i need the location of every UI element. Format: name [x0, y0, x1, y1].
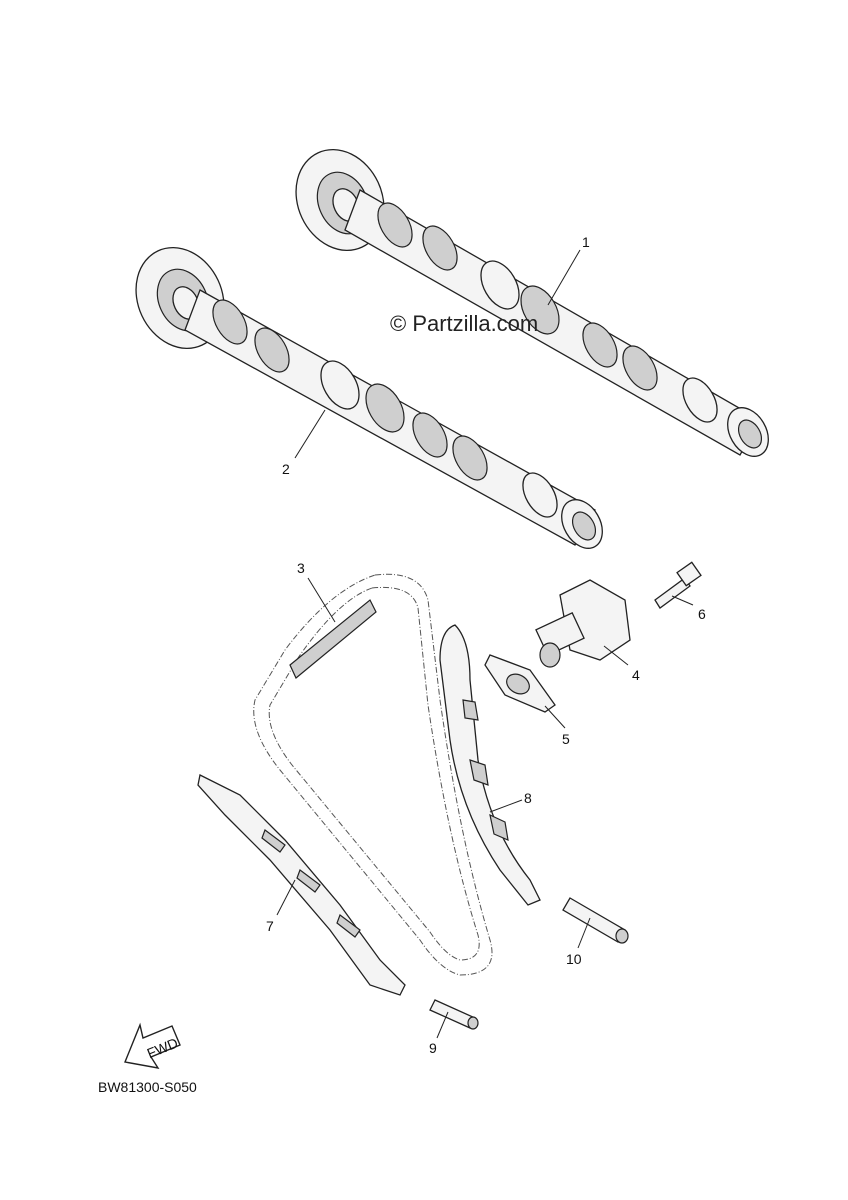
pin-9[interactable] [429, 999, 479, 1030]
callout-6: 6 [698, 606, 706, 622]
pin-10[interactable] [562, 897, 629, 944]
chain-guide-8[interactable] [439, 624, 541, 906]
callout-2: 2 [282, 461, 290, 477]
watermark: © Partzilla.com [390, 311, 538, 336]
diagram-code: BW81300-S050 [98, 1079, 197, 1095]
callout-5: 5 [562, 731, 570, 747]
gasket-5[interactable] [484, 654, 556, 713]
callout-8: 8 [524, 790, 532, 806]
leader-lines [276, 249, 694, 1039]
timing-chain-3[interactable] [253, 573, 493, 976]
callout-7: 7 [266, 918, 274, 934]
chain-tensioner-4[interactable] [535, 579, 631, 668]
callout-9: 9 [429, 1040, 437, 1056]
callout-10: 10 [566, 951, 582, 967]
chain-guide-7[interactable] [197, 774, 406, 996]
camshaft-2[interactable] [120, 233, 611, 555]
callout-3: 3 [297, 560, 305, 576]
callout-1: 1 [582, 234, 590, 250]
callout-4: 4 [632, 667, 640, 683]
fwd-arrow-icon: FWD [124, 1022, 181, 1069]
camshaft-1[interactable] [280, 135, 777, 463]
bolt-6[interactable] [654, 561, 702, 609]
